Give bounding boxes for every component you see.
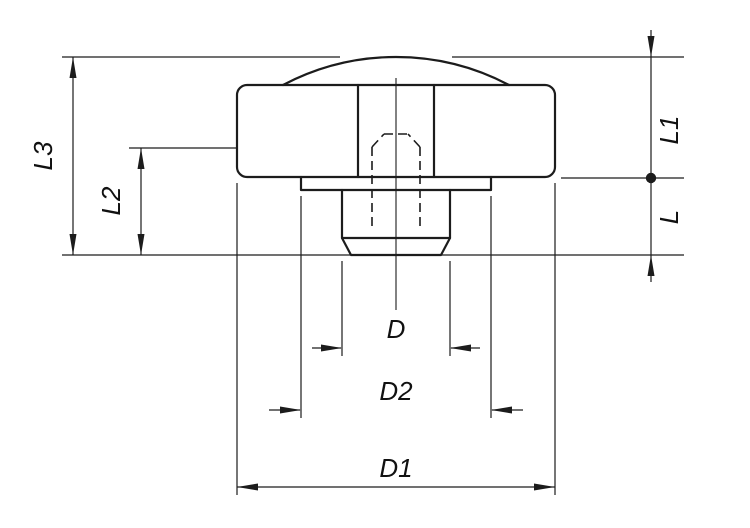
d-label: D bbox=[387, 314, 406, 344]
dimension-d1: D1 bbox=[236, 183, 556, 495]
l2-label: L2 bbox=[96, 186, 126, 215]
dimension-d2: D2 bbox=[269, 196, 523, 418]
d-arrow-right bbox=[450, 344, 471, 352]
l3-arrow-top bbox=[69, 57, 77, 78]
dimension-d: D bbox=[312, 261, 480, 356]
l3-arrow-bottom bbox=[69, 234, 77, 255]
dimension-l2: L2 bbox=[96, 147, 236, 255]
dimension-l3: L3 bbox=[28, 56, 350, 256]
l-arrow-bottom bbox=[647, 255, 655, 276]
d-arrow-left bbox=[321, 344, 342, 352]
l3-label: L3 bbox=[28, 141, 58, 170]
d2-arrow-left bbox=[280, 406, 301, 414]
d1-label: D1 bbox=[379, 453, 412, 483]
hidden-chamfer-right bbox=[407, 133, 421, 148]
d1-arrow-left bbox=[237, 483, 258, 491]
d1-arrow-right bbox=[534, 483, 555, 491]
l1-arrow-top bbox=[647, 36, 655, 57]
hidden-chamfer-left bbox=[371, 133, 385, 148]
l2-arrow-bottom bbox=[137, 234, 145, 255]
d2-arrow-right bbox=[491, 406, 512, 414]
part-outline bbox=[235, 55, 557, 310]
hidden-thread-lines bbox=[371, 133, 421, 231]
l-label: L bbox=[654, 210, 684, 224]
l2-arrow-top bbox=[137, 148, 145, 169]
dome-arc bbox=[281, 55, 511, 87]
dimension-l1: L1 bbox=[452, 30, 684, 184]
d2-label: D2 bbox=[379, 376, 413, 406]
l1-label: L1 bbox=[654, 116, 684, 145]
dimension-l: L bbox=[442, 178, 684, 282]
